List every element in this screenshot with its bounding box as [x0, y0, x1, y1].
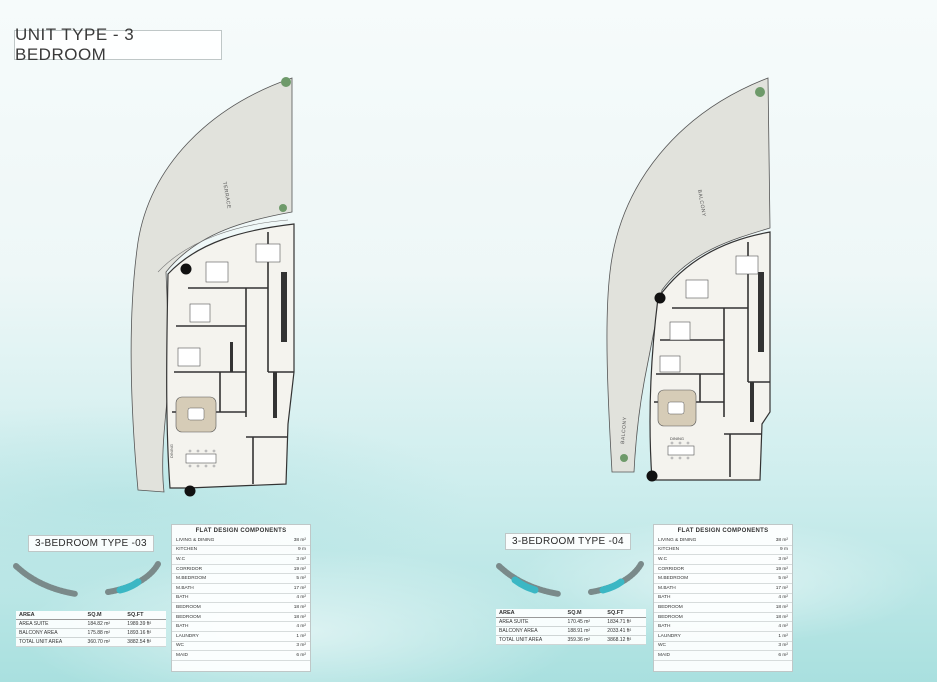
- dining-label: DINING: [670, 436, 684, 441]
- building-key-map: [12, 556, 162, 611]
- living-sofa: [175, 396, 217, 433]
- table-header: AREA: [496, 609, 565, 618]
- page-title: UNIT TYPE - 3 BEDROOM: [14, 25, 222, 64]
- table-header: AREA: [16, 611, 85, 620]
- balcony-slab: [606, 77, 771, 473]
- beds: [659, 255, 759, 373]
- components-title: FLAT DESIGN COMPONENTS: [195, 528, 287, 534]
- floor-plan-type-03: DINING TERRACE: [128, 72, 308, 502]
- beds: [177, 243, 281, 367]
- table-header: SQ.M: [84, 611, 125, 620]
- entry-marker-icon: [184, 485, 196, 497]
- tree-icon: [279, 77, 291, 212]
- shaft-hatching: [230, 272, 287, 418]
- dining-table: [667, 441, 695, 460]
- highlighted-unit-marker: [599, 578, 625, 594]
- building-key-map: [495, 556, 645, 611]
- components-title: FLAT DESIGN COMPONENTS: [677, 528, 769, 534]
- balcony-label-side: BALCONY: [620, 416, 628, 444]
- living-sofa: [657, 389, 697, 427]
- shaft-hatching: [750, 272, 764, 422]
- table-header-row: AREA SQ.M SQ.FT: [496, 609, 646, 618]
- highlighted-unit-marker: [116, 578, 142, 594]
- entry-marker-icon: [180, 263, 192, 275]
- terrace-slab: [130, 77, 293, 493]
- dining-label: DINING: [169, 444, 174, 458]
- tree-icon: [620, 87, 765, 462]
- floor-plan-type-04: DINING BALCONY BALCONY: [600, 72, 780, 492]
- balcony-label: BALCONY: [696, 189, 707, 217]
- table-header-row: AREA SQ.M SQ.FT: [16, 611, 166, 620]
- highlighted-unit-marker: [511, 576, 539, 594]
- terrace-label: TERRACE: [221, 181, 232, 209]
- entry-marker-icon: [654, 292, 666, 304]
- table-header: SQ.M: [564, 609, 605, 618]
- table-header: SQ.FT: [604, 609, 646, 618]
- unit-type-title: 3-BEDROOM TYPE -03: [28, 535, 154, 552]
- table-header: SQ.FT: [124, 611, 166, 620]
- entry-marker-icon: [646, 470, 658, 482]
- unit-type-title: 3-BEDROOM TYPE -04: [505, 533, 631, 550]
- dining-table: [185, 449, 217, 468]
